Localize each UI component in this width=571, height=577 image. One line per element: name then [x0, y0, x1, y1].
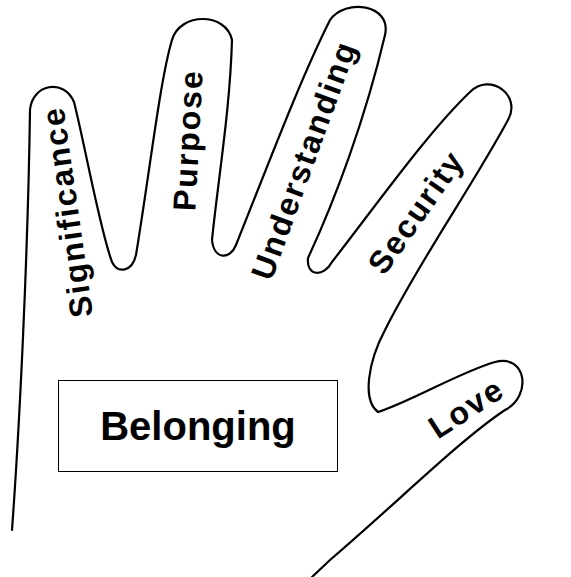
box-text: Belonging — [100, 404, 296, 448]
finger-label: Purpose — [168, 68, 207, 212]
label-box: Belonging — [58, 380, 338, 472]
hand-outline-path — [12, 7, 522, 577]
finger-label: Love — [423, 372, 510, 444]
finger-label: Significance — [36, 105, 97, 320]
